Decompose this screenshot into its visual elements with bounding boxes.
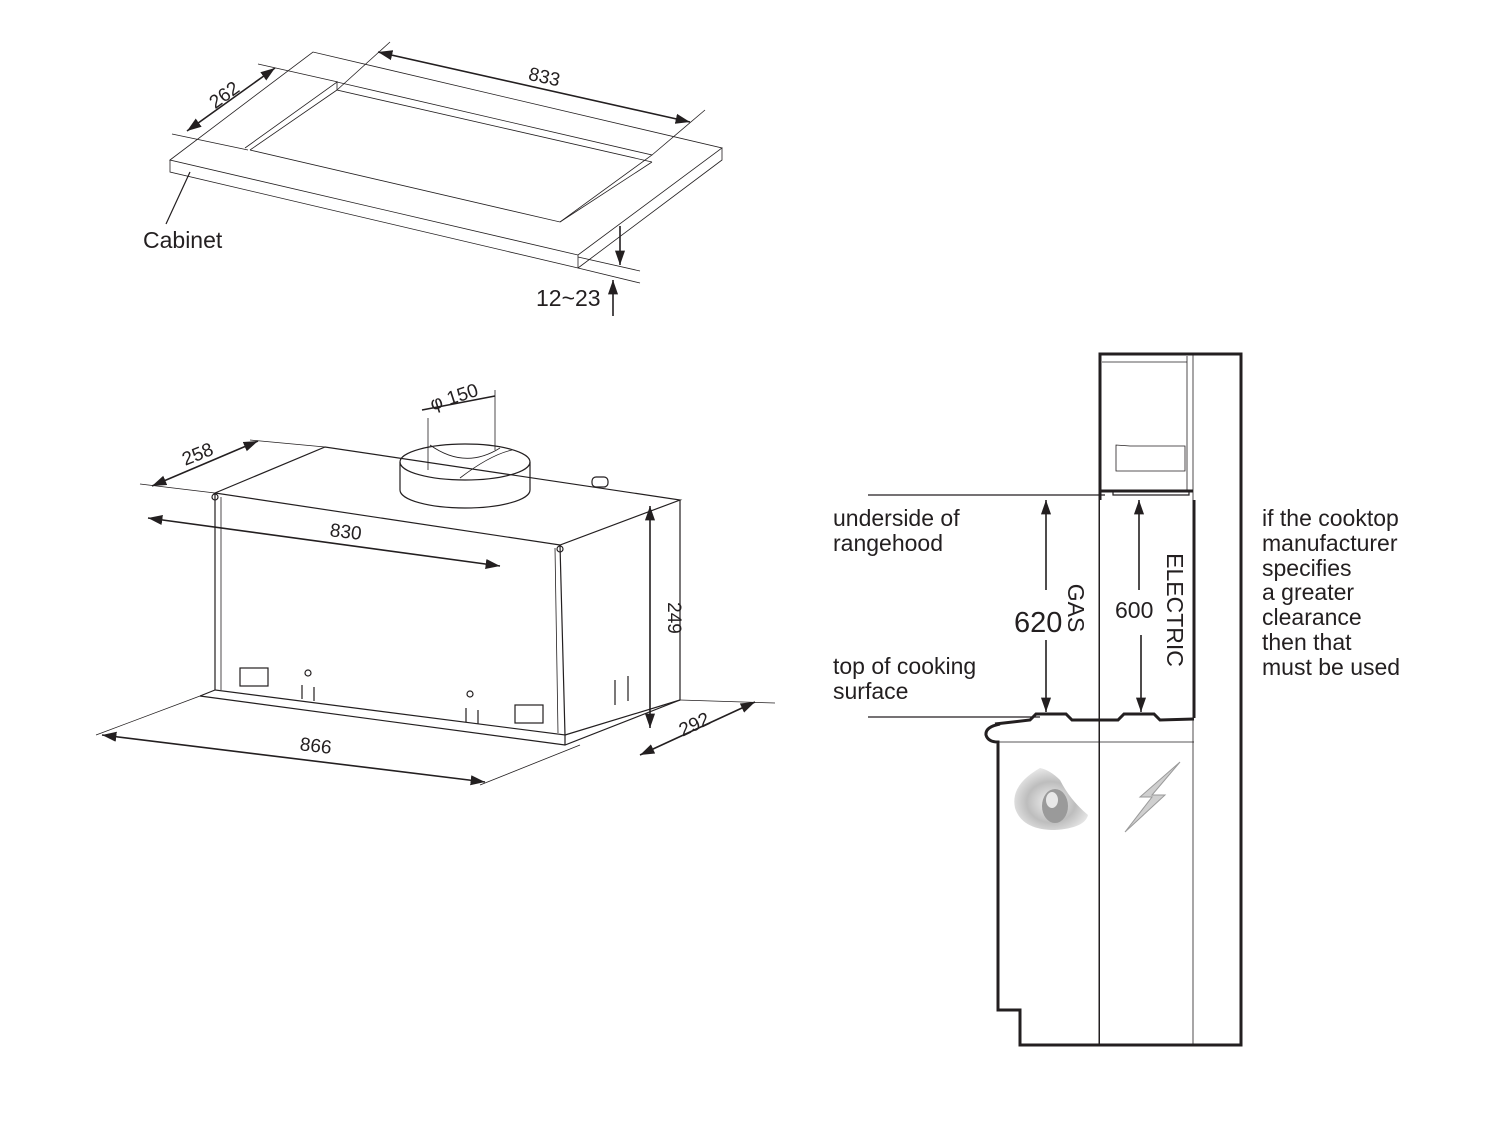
dim-top-depth: 258 (179, 439, 216, 470)
clearance-side-view: 620 GAS 600 ELECTRIC underside of rangeh… (833, 352, 1400, 1047)
dim-line-150 (421, 395, 496, 411)
dim-line-833 (377, 50, 691, 124)
rangehood-details (211, 476, 629, 724)
note-line: must be used (1262, 654, 1400, 680)
rangehood-side-view (1115, 444, 1186, 472)
cabinet-drawing: 262 833 12~23 Cabinet (143, 41, 723, 316)
note-line: specifies (1262, 555, 1351, 581)
underside-label-line1: underside of (833, 505, 960, 531)
underside-label-line2: rangehood (833, 530, 943, 556)
rangehood-top (212, 446, 683, 546)
rangehood-underside (1112, 491, 1190, 496)
gas-flame-icon (1014, 768, 1088, 830)
wall-cabinet (1098, 354, 1193, 493)
duct-opening (399, 443, 531, 481)
screw (466, 690, 474, 698)
ext-line (577, 267, 641, 284)
screw (211, 493, 219, 501)
dim-flange-width: 866 (299, 734, 333, 759)
duct-collar (399, 462, 531, 509)
dim-line-830 (147, 514, 501, 570)
note-line: manufacturer (1262, 530, 1398, 556)
ext-line (651, 109, 706, 156)
cooking-surface-label-line2: surface (833, 678, 908, 704)
cabinet-cutout (244, 81, 653, 223)
screw (556, 545, 564, 553)
rangehood-flange (199, 689, 681, 746)
cabinet-top-outline (169, 51, 723, 256)
clearance-note: if the cooktop manufacturer specifies a … (1262, 505, 1400, 680)
note-line: if the cooktop (1262, 505, 1399, 531)
rangehood-drawing: φ 150 258 830 249 866 292 (95, 380, 776, 786)
duct-damper (429, 444, 513, 479)
cabinet-front-face (169, 148, 723, 269)
cabinet-label: Cabinet (143, 227, 223, 253)
dim-cabinet-depth: 262 (206, 78, 244, 114)
cooking-surface-label-line1: top of cooking (833, 653, 976, 679)
rangehood-side (564, 500, 681, 736)
cabinet-leader-line (165, 171, 191, 225)
connector-left (239, 667, 269, 687)
dim-line-262 (186, 67, 276, 132)
dim-flange-depth: 292 (676, 709, 714, 741)
ext-line (257, 63, 339, 83)
dim-line-292 (639, 701, 756, 756)
note-line: a greater (1262, 579, 1354, 605)
ext-line (95, 695, 201, 736)
electric-clearance-value: 600 (1115, 597, 1153, 623)
dim-line-258 (151, 440, 259, 487)
screw (304, 669, 312, 677)
ext-line (139, 483, 216, 494)
connector-right (514, 704, 544, 724)
knob (591, 476, 609, 488)
ext-line (171, 133, 249, 151)
ext-line (336, 41, 391, 91)
rangehood-front (214, 493, 566, 736)
dim-line-866 (101, 731, 486, 786)
gas-label: GAS (1063, 584, 1089, 633)
ext-line (679, 699, 776, 704)
ext-line (577, 256, 641, 272)
vent-slots (301, 676, 629, 724)
cooktop-grates (994, 712, 1195, 726)
gas-clearance-value: 620 (1014, 607, 1062, 639)
ext-line (479, 744, 581, 786)
dim-body-width: 830 (329, 520, 363, 545)
dim-duct-diameter: φ 150 (428, 380, 481, 415)
ext-line (249, 439, 326, 448)
electric-label: ELECTRIC (1162, 553, 1188, 667)
electric-bolt-icon (1124, 761, 1181, 833)
dim-height: 249 (663, 602, 684, 634)
note-line: clearance (1262, 604, 1362, 630)
cabinet-cutout-inner (249, 82, 653, 223)
note-line: then that (1262, 629, 1352, 655)
dim-cabinet-thickness: 12~23 (536, 285, 601, 311)
